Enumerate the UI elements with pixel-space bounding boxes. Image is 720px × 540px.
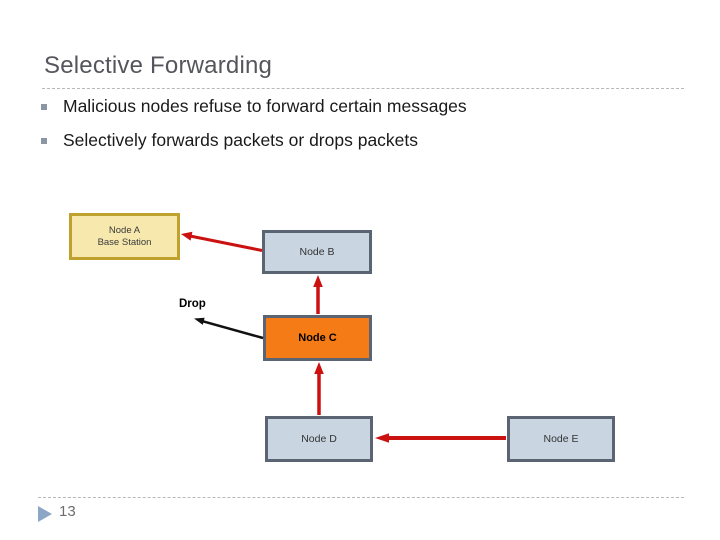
node-d-box: Node D: [265, 416, 373, 462]
arrow-d-to-c: [314, 362, 324, 415]
node-b-label: Node B: [299, 245, 335, 258]
node-c-box: Node C: [263, 315, 372, 361]
title-divider: [42, 88, 684, 89]
bullet-text: Malicious nodes refuse to forward certai…: [63, 96, 467, 116]
page-number: 13: [59, 503, 76, 520]
footer-triangle-icon: [38, 506, 52, 522]
footer-divider: [38, 497, 684, 498]
slide-title: Selective Forwarding: [44, 52, 273, 79]
node-c-label: Node C: [298, 331, 337, 344]
arrow-c-to-drop: [194, 317, 264, 340]
node-a-label-line1: Node A: [108, 224, 141, 236]
bullet-text: Selectively forwards packets or drops pa…: [63, 130, 419, 150]
node-a-box: Node A Base Station: [69, 213, 180, 260]
arrow-b-to-a: [181, 231, 263, 252]
bullet-marker-icon: [41, 104, 47, 110]
arrow-c-to-b: [313, 275, 323, 314]
drop-edge-label: Drop: [179, 298, 206, 310]
bullet-item: Malicious nodes refuse to forward certai…: [40, 96, 660, 117]
node-b-box: Node B: [262, 230, 372, 274]
bullet-marker-icon: [41, 138, 47, 144]
bullet-item: Selectively forwards packets or drops pa…: [40, 130, 660, 151]
arrow-e-to-d: [375, 433, 506, 443]
node-e-box: Node E: [507, 416, 615, 462]
bullet-list: Malicious nodes refuse to forward certai…: [40, 96, 660, 164]
node-a-label-line2: Base Station: [97, 236, 152, 248]
node-e-label: Node E: [543, 432, 579, 445]
node-d-label: Node D: [301, 432, 337, 445]
